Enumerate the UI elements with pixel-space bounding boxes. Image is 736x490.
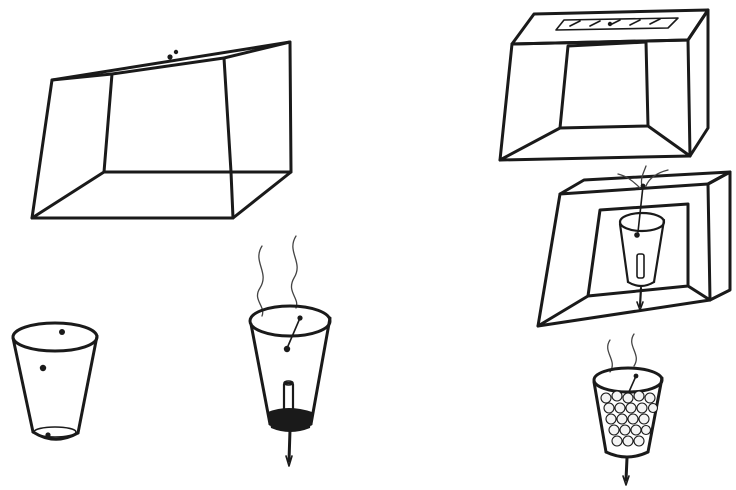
ball [623, 393, 633, 403]
candle-cup-string [288, 318, 300, 346]
balls-steam-1 [608, 340, 613, 372]
plain-cup-hole-bottom [45, 432, 50, 437]
cup-with-balls [594, 334, 662, 485]
ball [612, 436, 622, 446]
ball [639, 414, 649, 424]
plain-cup-base-ellipse [34, 427, 76, 437]
plain-cup-hole-side [40, 365, 46, 371]
box-with-cup-inside [538, 166, 730, 326]
candle-cup-rim [250, 306, 330, 336]
open-box-hole-1 [167, 54, 172, 59]
steam-line-2 [291, 236, 297, 308]
slot-box-edge-bl [500, 128, 560, 160]
plain-cup [13, 323, 97, 439]
plain-cup-right-side [78, 336, 97, 433]
slot-box-back-opening [560, 42, 648, 128]
slot-box-front-frame [500, 40, 690, 160]
inner-cup-weight [634, 232, 640, 238]
inner-cup-candle [637, 254, 644, 278]
ball [623, 436, 633, 446]
mid-box-fibre-2 [646, 170, 668, 186]
ball [649, 404, 658, 413]
ball [645, 393, 655, 403]
open-box [32, 42, 291, 218]
candle-cup-string-weight [284, 346, 290, 352]
ball [604, 403, 614, 413]
balls-cup-left [594, 382, 606, 452]
open-box-hole-2 [174, 50, 178, 54]
ball [634, 391, 644, 401]
candle-cup-spike [289, 430, 290, 461]
balls-cup-bottom [606, 452, 648, 457]
right-panel [500, 10, 730, 485]
ball [620, 425, 630, 435]
slot-box-edge-br [648, 126, 690, 156]
inner-cup-bottom [628, 282, 654, 286]
steam-line-1 [257, 246, 263, 316]
slot-box-hole [608, 22, 612, 26]
cup-with-candle [250, 236, 330, 466]
plain-cup-left-side [13, 338, 33, 432]
ball [637, 403, 647, 413]
candle-cup-left-side [251, 324, 270, 424]
inner-cup-spike [640, 288, 641, 306]
ball [615, 403, 625, 413]
balls-fill [601, 391, 658, 446]
balls-cup-spike [626, 458, 627, 480]
balls-cup-rim [594, 368, 662, 392]
inner-cup-left [620, 224, 628, 282]
ball [626, 403, 636, 413]
open-box-back-opening [104, 58, 231, 172]
balls-steam-2 [632, 334, 637, 366]
inner-cup-rim [620, 213, 664, 231]
ball [631, 425, 641, 435]
left-panel [13, 42, 330, 466]
ball [612, 391, 622, 401]
ball [617, 414, 627, 424]
open-box-edge-bottom-left [32, 172, 104, 218]
box-with-slot [500, 10, 708, 160]
mid-box-back-opening [588, 204, 688, 296]
inner-cup-string [638, 186, 643, 232]
mid-box-right-face [708, 172, 730, 300]
candle-cup-soot [268, 408, 312, 432]
ball [609, 425, 619, 435]
ball [601, 393, 611, 403]
plain-cup-hole-top [59, 329, 65, 335]
plain-cup-rim [13, 323, 97, 351]
mid-box-edge-br [688, 286, 710, 300]
ball [634, 436, 644, 446]
ball [628, 414, 638, 424]
open-box-edge-bottom-right [231, 172, 233, 218]
ball [606, 414, 616, 424]
ball [642, 426, 651, 435]
